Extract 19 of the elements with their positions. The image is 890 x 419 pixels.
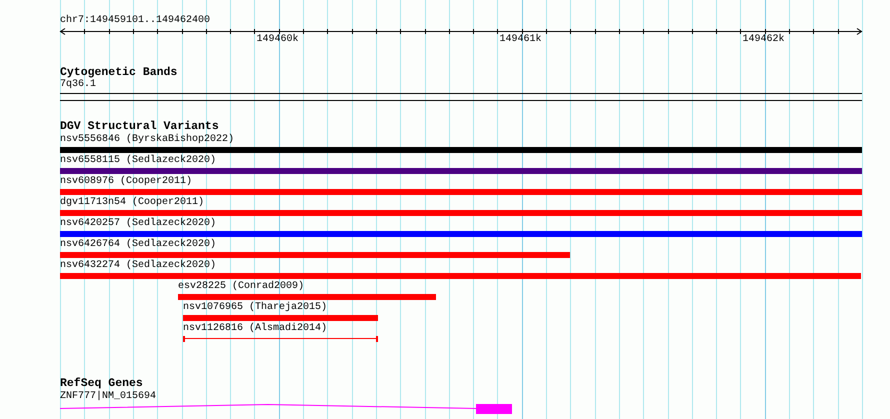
track-heading: Cytogenetic Bands (60, 66, 178, 79)
track-heading: RefSeq Genes (60, 377, 143, 390)
scale-label: 149462k (742, 34, 784, 46)
variant-label: nsv5556846 (ByrskaBishop2022) (60, 134, 234, 146)
band-label: 7q36.1 (60, 79, 96, 91)
variant-label: dgv11713n54 (Cooper2011) (60, 197, 204, 209)
track-heading: DGV Structural Variants (60, 120, 219, 133)
scale-label: 149460k (256, 34, 298, 46)
variant-label: nsv6558115 (Sedlazeck2020) (60, 155, 216, 167)
variant-label: esv28225 (Conrad2009) (178, 281, 304, 293)
variant-label: nsv6432274 (Sedlazeck2020) (60, 260, 216, 272)
variant-label: nsv6426764 (Sedlazeck2020) (60, 239, 216, 251)
variant-label: nsv608976 (Cooper2011) (60, 176, 192, 188)
gene-label: ZNF777|NM_015694 (60, 391, 156, 403)
variant-label: nsv1076965 (Thareja2015) (183, 302, 328, 314)
variant-label: nsv1126816 (Alsmadi2014) (183, 323, 328, 335)
variant-label: nsv6420257 (Sedlazeck2020) (60, 218, 216, 230)
scale-label: 149461k (500, 34, 542, 46)
coordinate-range: chr7:149459101..149462400 (60, 15, 210, 27)
